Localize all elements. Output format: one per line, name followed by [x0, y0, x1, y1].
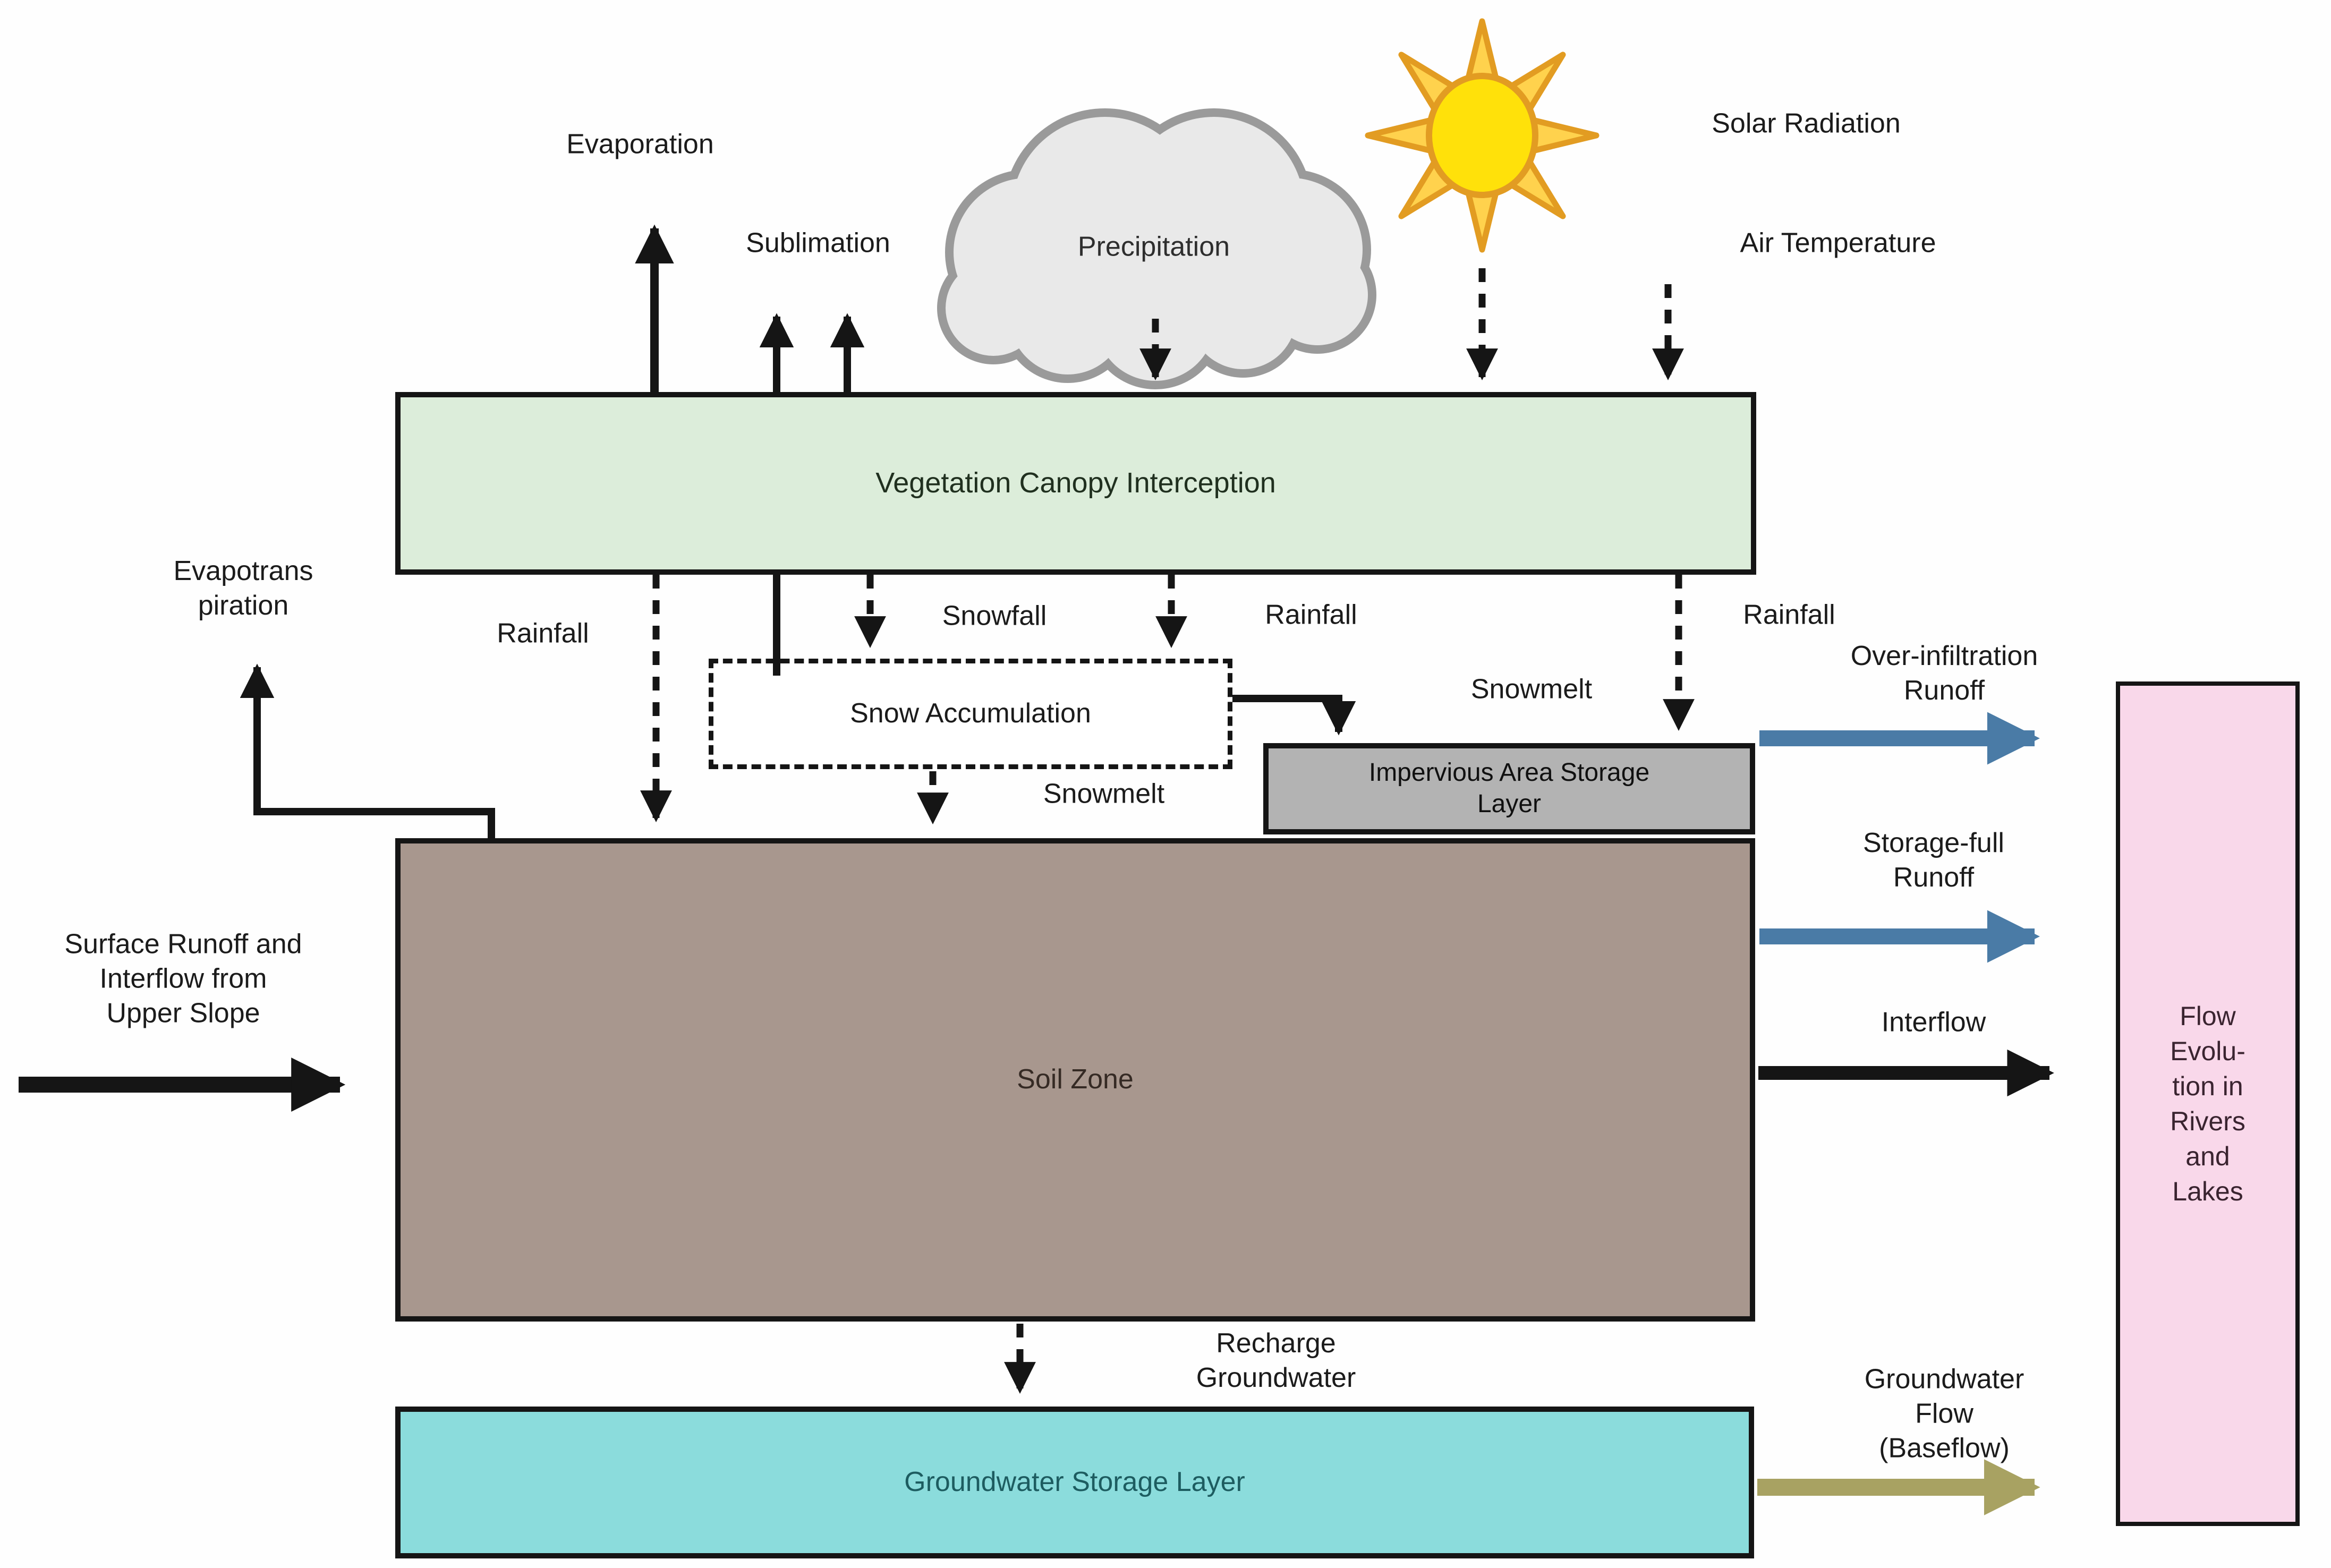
- soil-zone-label: Soil Zone: [1017, 1064, 1134, 1095]
- storage-full-runoff-label: Storage-full Runoff: [1863, 828, 2004, 893]
- impervious-area-storage-label: Impervious Area Storage Layer: [1368, 759, 1650, 818]
- snowmelt-to-impervious-arrow: [1232, 695, 1356, 736]
- snow-accumulation-box: Snow Accumulation: [709, 659, 1232, 769]
- vegetation-canopy-box: Vegetation Canopy Interception: [395, 392, 1756, 575]
- interflow-label: Interflow: [1881, 1007, 1986, 1038]
- flow-evolution-label: Flow Evolu- tion in Rivers and Lakes: [2170, 1001, 2245, 1206]
- impervious-area-storage-box: Impervious Area Storage Layer: [1263, 743, 1755, 834]
- snow-accumulation-label: Snow Accumulation: [850, 698, 1091, 729]
- solar-radiation-label: Solar Radiation: [1712, 108, 1901, 139]
- groundwater-storage-box: Groundwater Storage Layer: [395, 1407, 1754, 1558]
- surface-runoff-label: Surface Runoff and Interflow from Upper …: [64, 928, 302, 1029]
- soil-zone-box: Soil Zone: [395, 838, 1755, 1322]
- evaporation-label: Evaporation: [566, 129, 714, 160]
- precipitation-cloud-icon: [937, 108, 1376, 389]
- rainfall-left-label: Rainfall: [497, 618, 589, 649]
- snowfall-label: Snowfall: [942, 600, 1047, 632]
- evapotranspiration-arrow: [240, 663, 495, 838]
- vegetation-canopy-label: Vegetation Canopy Interception: [875, 467, 1276, 499]
- over-infiltration-runoff-label: Over-infiltration Runoff: [1850, 641, 2038, 706]
- flow-evolution-box: Flow Evolu- tion in Rivers and Lakes: [2116, 681, 2300, 1526]
- baseflow-label: Groundwater Flow (Baseflow): [1864, 1364, 2024, 1464]
- snowmelt-lower-label: Snowmelt: [1043, 778, 1165, 809]
- evapotranspiration-label: Evapotrans piration: [173, 556, 313, 621]
- sun-icon: [1365, 18, 1600, 253]
- precipitation-label: Precipitation: [1077, 231, 1230, 262]
- sublimation-label: Sublimation: [746, 227, 890, 259]
- rainfall-right-label: Rainfall: [1743, 599, 1835, 630]
- rainfall-mid-label: Rainfall: [1265, 599, 1357, 630]
- recharge-groundwater-label: Recharge Groundwater: [1196, 1328, 1356, 1393]
- air-temperature-label: Air Temperature: [1740, 227, 1936, 259]
- snowmelt-upper-label: Snowmelt: [1470, 674, 1593, 705]
- groundwater-storage-label: Groundwater Storage Layer: [904, 1467, 1245, 1498]
